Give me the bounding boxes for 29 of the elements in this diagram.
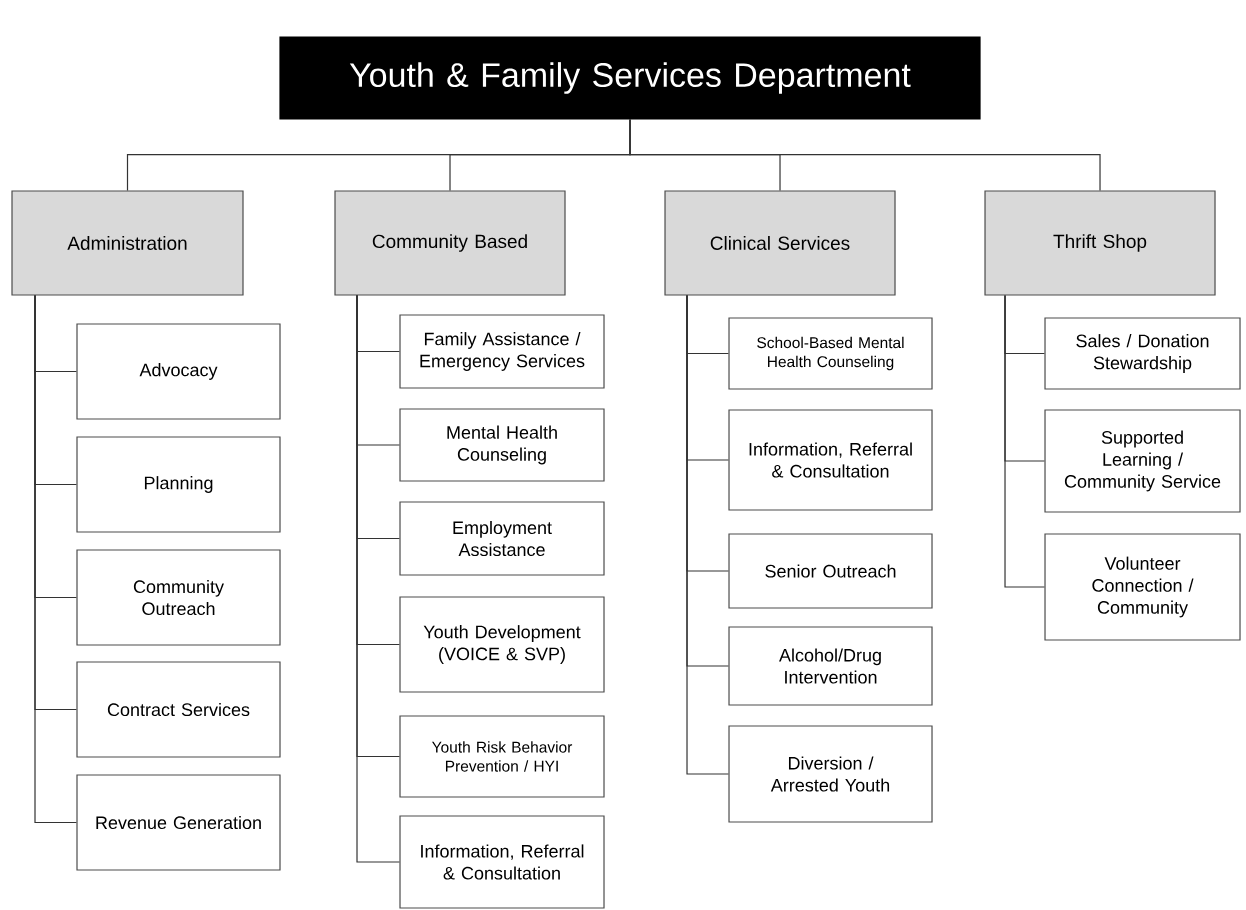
department-box: Thrift Shop <box>984 190 1216 296</box>
department-box: Community Based <box>334 190 566 296</box>
department-box: Administration <box>11 190 244 296</box>
unit-box: Youth Risk Behavior Prevention / HYI <box>399 715 605 798</box>
unit-box: Mental Health Counseling <box>399 408 605 482</box>
unit-box: Youth Development (VOICE & SVP) <box>399 596 605 693</box>
title-box: Youth & Family Services Department <box>279 36 981 120</box>
unit-box: Alcohol/Drug Intervention <box>728 626 933 706</box>
unit-box: Information, Referral & Consultation <box>399 815 605 909</box>
connector-line <box>356 295 400 863</box>
connector-line <box>629 119 1101 191</box>
unit-box: Diversion / Arrested Youth <box>728 725 933 823</box>
unit-box: Community Outreach <box>76 549 281 646</box>
unit-box: School-Based Mental Health Counseling <box>728 317 933 390</box>
unit-box: Family Assistance / Emergency Services <box>399 314 605 389</box>
unit-box: Revenue Generation <box>76 774 281 871</box>
unit-box: Advocacy <box>76 323 281 420</box>
unit-box: Volunteer Connection / Community <box>1044 533 1241 641</box>
connector-line <box>686 295 729 775</box>
unit-box: Senior Outreach <box>728 533 933 609</box>
unit-box: Planning <box>76 436 281 533</box>
unit-box: Employment Assistance <box>399 501 605 576</box>
unit-box: Contract Services <box>76 661 281 758</box>
connector-line <box>34 295 77 824</box>
unit-box: Supported Learning / Community Service <box>1044 409 1241 513</box>
unit-box: Information, Referral & Consultation <box>728 409 933 511</box>
unit-box: Sales / Donation Stewardship <box>1044 317 1241 390</box>
connector-line <box>1004 295 1045 588</box>
department-box: Clinical Services <box>664 190 896 296</box>
